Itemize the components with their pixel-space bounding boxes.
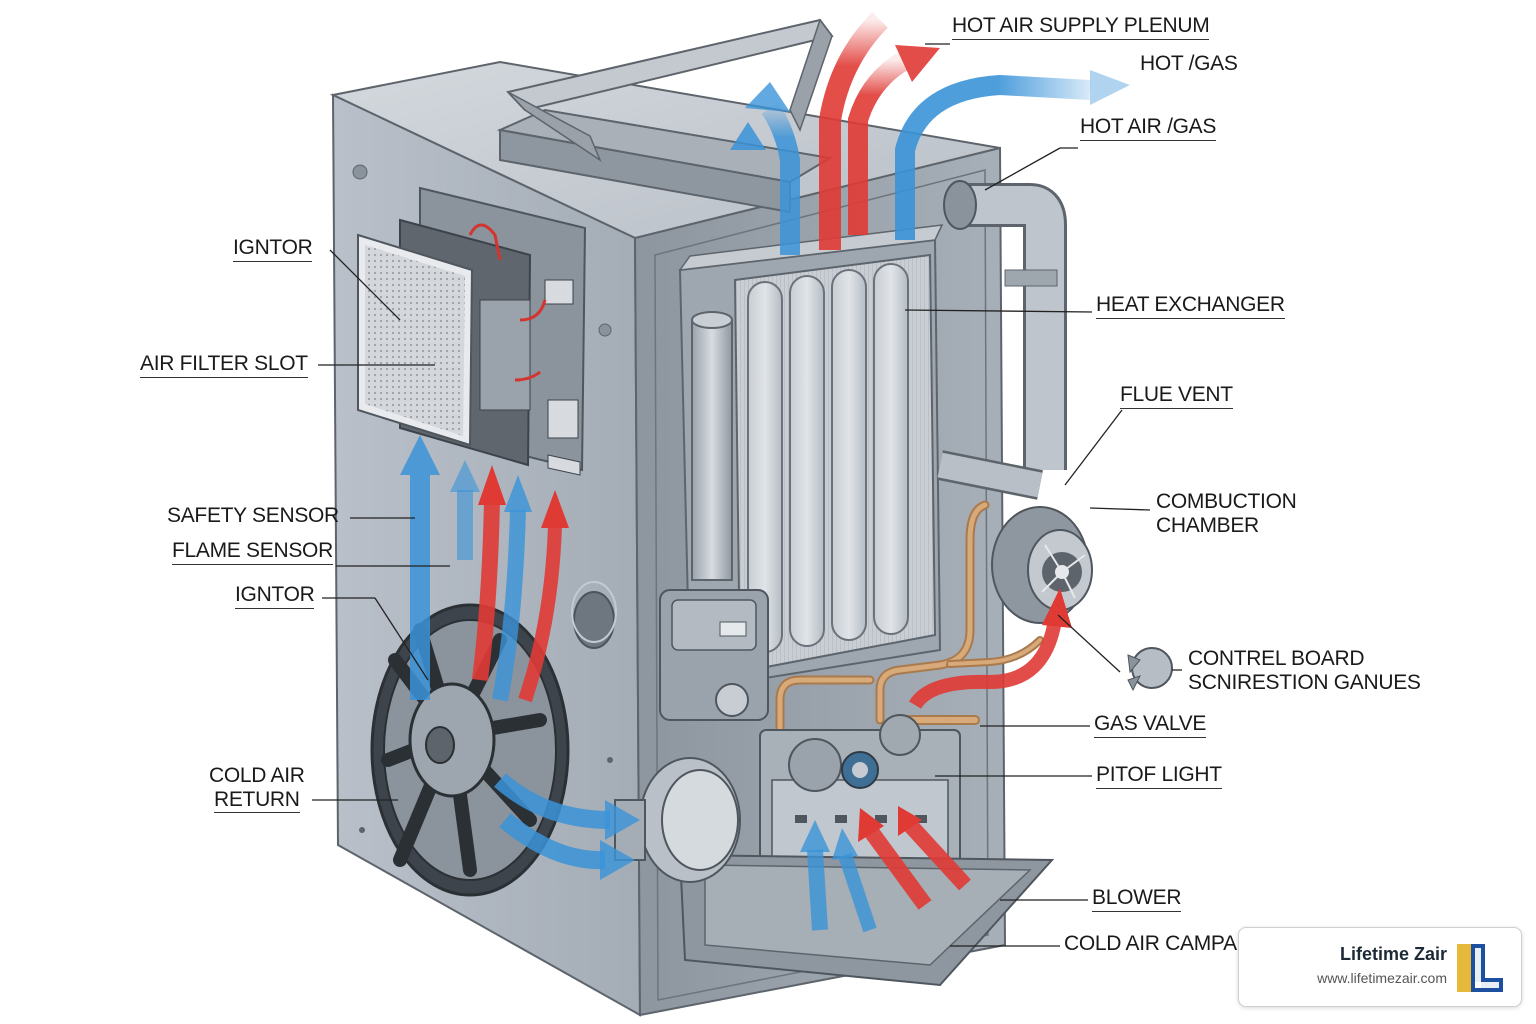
label-hot-air-supply-plenum: HOT AIR SUPPLY PLENUM [952, 14, 1210, 40]
label-safety-sensor: SAFETY SENSOR [167, 504, 339, 527]
flue-vent-pipe [937, 180, 1067, 500]
label-ignitor-bottom: IGNTOR [235, 583, 315, 609]
label-cold-air-return-line2: RETURN [213, 788, 300, 813]
label-combustion-chamber-line1: COMBUCTION [1156, 490, 1297, 513]
control-board-icon [1127, 647, 1173, 692]
label-air-filter-slot: AIR FILTER SLOT [140, 352, 308, 378]
label-cold-air-return-line1: COLD AIR [209, 764, 305, 787]
burner-tube [659, 311, 769, 721]
label-flame-sensor: FLAME SENSOR [172, 539, 333, 565]
label-blower: BLOWER [1092, 886, 1182, 912]
label-hot-air-gas: HOT AIR /GAS [1080, 115, 1216, 141]
heat-exchanger [678, 224, 944, 692]
label-cold-air-return: COLD AIR RETURN [209, 764, 305, 814]
brand-badge: Lifetime Zair www.lifetimezair.com [1238, 927, 1522, 1007]
label-hot-gas: HOT /GAS [1140, 52, 1238, 75]
label-gas-valve: GAS VALVE [1094, 712, 1206, 738]
gas-line [775, 500, 1044, 745]
label-heat-exchanger: HEAT EXCHANGER [1096, 293, 1285, 319]
label-control-board-line1: CONTREL BOARD [1188, 647, 1365, 670]
leader-lines [312, 43, 1182, 947]
air-filter [357, 233, 474, 447]
label-control-board: CONTREL BOARD SCNIRESTION GANUES [1188, 647, 1421, 696]
inducer-motor [991, 506, 1093, 624]
return-duct [614, 757, 741, 883]
label-combustion-chamber: COMBUCTION CHAMBER [1156, 490, 1297, 539]
brand-url: www.lifetimezair.com [1317, 970, 1447, 986]
brand-name: Lifetime Zair [1339, 944, 1447, 964]
label-control-board-line2: SCNIRESTION GANUES [1188, 671, 1421, 694]
label-flue-vent: FLUE VENT [1120, 383, 1233, 409]
label-combustion-chamber-line2: CHAMBER [1156, 514, 1259, 537]
label-pilot-light: PITOF LIGHT [1096, 763, 1222, 789]
label-ignitor-top: IGNTOR [233, 236, 313, 262]
brand-logo-icon [1457, 944, 1503, 992]
label-cold-air-campa: COLD AIR CAMPA [1064, 932, 1237, 955]
supply-plenum [496, 18, 834, 214]
airflow-arrows [400, 12, 1130, 933]
